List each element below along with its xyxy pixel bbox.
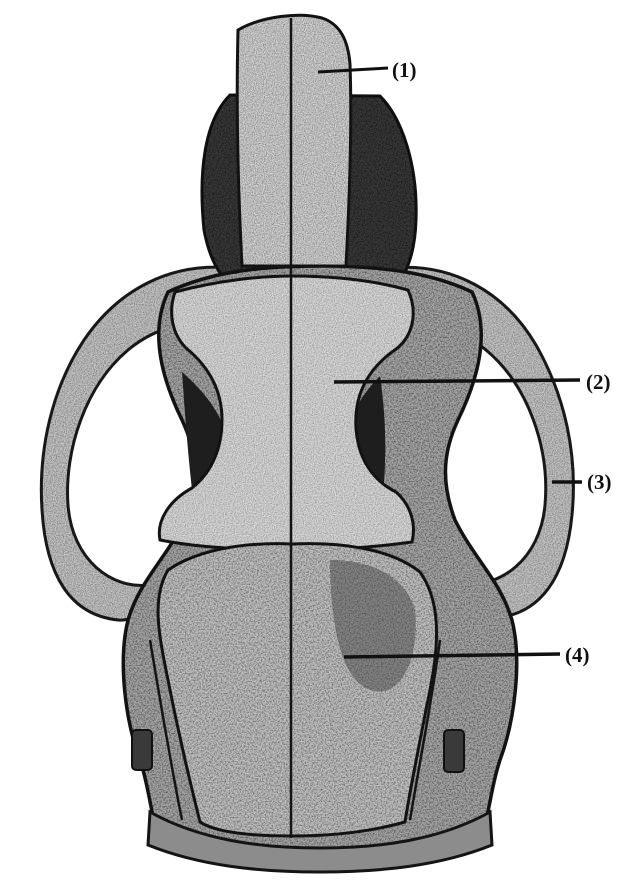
nasal-texture	[237, 15, 351, 266]
left-auditory-projection	[132, 730, 152, 770]
label-1: (1)	[392, 58, 417, 82]
right-auditory-projection	[444, 730, 464, 772]
label-2: (2)	[586, 370, 611, 394]
leader-line-2	[334, 380, 580, 382]
label-4: (4)	[565, 643, 590, 667]
label-3: (3)	[587, 470, 612, 494]
